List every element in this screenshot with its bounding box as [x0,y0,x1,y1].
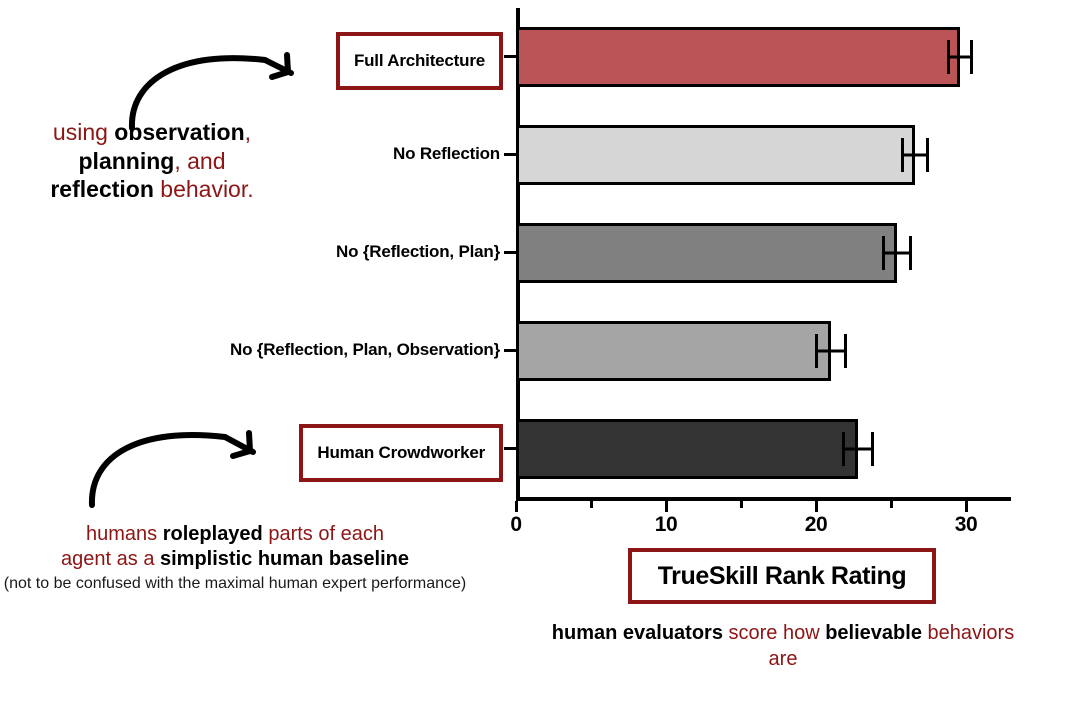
annot-bottom-line1: humans roleplayed parts of each [86,523,384,545]
x-axis-tick-label: 0 [510,513,522,536]
y-axis-tick [504,447,516,450]
plot-area [504,8,1011,498]
x-axis-tick-label: 20 [804,513,828,536]
x-axis-major-tick [814,501,818,512]
axis-title: TrueSkill Rank Rating [628,548,936,604]
error-bar-cap [882,236,885,270]
bar-no-reflection-plan-observation [516,321,831,381]
error-bar [902,153,928,157]
x-axis-tick-label: 10 [654,513,678,536]
error-bar [883,251,911,255]
error-bar [816,349,846,353]
category-label-no-reflection-plan: No {Reflection, Plan} [336,242,500,261]
error-bar-cap [870,432,874,466]
bar-no-reflection [516,125,915,185]
y-axis-tick [504,349,516,352]
x-axis-major-tick [664,501,668,512]
error-bar-cap [843,334,847,368]
x-axis-tick-label: 30 [954,513,978,536]
x-axis-major-tick [964,501,968,512]
bar-row [504,419,1011,479]
y-axis-tick [504,251,516,254]
error-bar-cap [842,432,846,466]
x-axis-minor-tick [589,501,593,508]
x-axis-minor-tick [889,501,893,508]
bar-row [504,223,1011,283]
category-label-no-reflection-plan-observation: No {Reflection, Plan, Observation} [230,340,500,359]
error-bar-cap [900,138,904,172]
category-label-no-reflection: No Reflection [393,144,500,163]
annot-bottom-note: (not to be confused with the maximal hum… [3,574,467,592]
x-axis-line [516,497,1011,501]
caption: human evaluators score how believable be… [551,622,1015,670]
x-axis-major-tick [514,501,518,512]
bar-row [504,125,1011,185]
error-bar-cap [815,334,819,368]
annot-bottom-line2: agent as a simplistic human baseline [61,547,409,570]
category-label-full-architecture: Full Architecture [335,32,503,90]
y-axis-tick [504,153,516,156]
error-bar [948,55,972,59]
y-axis-tick [504,55,516,58]
annotation-top: using observation, planning, and reflect… [12,118,292,204]
error-bar-cap [947,40,951,74]
bar-row [504,321,1011,381]
annot-top-line2: planning, and [78,147,226,174]
error-bar-cap [969,40,973,74]
annotation-bottom: humans roleplayed parts of each agent as… [0,522,470,593]
bar-no-reflection-plan [516,223,897,283]
bar-human-crowdworker [516,419,858,479]
annot-top-line3: reflection behavior. [50,176,254,203]
category-label-human-crowdworker: Human Crowdworker [299,424,503,482]
arrow-to-full-architecture [128,52,294,131]
bar-full-architecture [516,27,960,87]
error-bar-cap [926,138,930,172]
error-bar [843,447,873,451]
arrow-to-human-crowdworker [88,430,256,508]
error-bar-cap [909,236,912,270]
annot-top-line1: using observation, [52,119,252,145]
bar-row [504,27,1011,87]
x-axis-minor-tick [739,501,743,508]
